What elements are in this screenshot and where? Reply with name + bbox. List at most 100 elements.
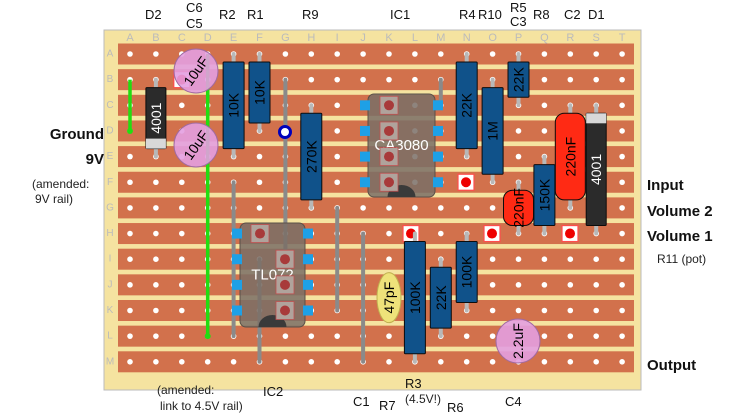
hole [334,76,341,83]
r4-value: 22K [459,92,475,118]
label-r8: R8 [533,7,550,22]
label-r3: R3 [405,376,422,391]
copper-strip-I [118,248,634,270]
ic-pin [360,151,370,162]
hole [308,333,315,339]
ic-pad-dot [384,125,394,136]
copper-strip-A [118,43,634,65]
copper-strip-B [118,69,634,91]
hole [515,153,522,160]
hole [619,256,625,263]
r7-body [403,241,426,355]
row-letter-E: E [107,151,114,162]
label-amended-9v-1: (amended: [32,177,90,191]
c3-value: 220nF [562,137,578,177]
label-r3-note: (4.5V!) [405,392,442,406]
hole [567,51,574,57]
label-c3: C3 [510,14,527,29]
hole [127,51,133,57]
r3-body [455,241,478,304]
hole [515,256,522,263]
hole [153,51,159,57]
hole [127,153,133,160]
hole [308,359,315,365]
hole [541,102,548,109]
hole [334,102,341,109]
label-r7: R7 [379,398,396,413]
r8-value: 150K [536,178,552,211]
hole [593,256,599,263]
hole [567,333,574,339]
hole [489,205,496,211]
hole [153,282,159,288]
hole [256,205,263,211]
ic-pin [303,228,313,239]
hole [179,359,185,365]
hole [619,205,625,211]
column-letter-O: O [488,32,497,44]
label-r9: R9 [302,7,319,22]
hole [567,359,574,365]
hole [593,359,599,365]
hole [412,51,418,57]
row-letter-L: L [107,331,113,342]
hole [282,51,289,57]
copper-strip-J [118,274,634,296]
column-letter-B: B [152,32,159,44]
hole [127,282,133,288]
hole [515,307,522,314]
ic-pin [360,125,370,136]
c1-body [376,272,402,324]
column-letter-H: H [307,32,315,44]
hole [489,333,496,339]
hole [386,230,392,237]
c2-value: 220nF [511,188,527,228]
hole [412,76,418,83]
hole [489,359,496,365]
c4-value: 2.2uF [510,323,526,359]
r10-value: 1M [485,121,501,140]
hole [386,205,392,211]
ic-pin [303,279,313,290]
hole [153,307,159,314]
hole [360,76,366,83]
ic-pin [232,228,242,239]
hole [438,359,444,365]
hole [282,333,289,339]
hole [179,230,185,237]
label-r2: R2 [219,7,236,22]
hole [360,205,366,211]
r1-value: 10K [252,79,268,105]
hole [541,51,548,57]
hole [204,359,211,365]
d1-value: 4001 [588,154,604,185]
r4-body [455,61,478,150]
hole [153,256,159,263]
hole [230,359,237,365]
column-letter-T: T [619,32,626,44]
hole [360,51,366,57]
copper-strip-L [118,325,634,347]
r3-value: 100K [459,255,475,288]
hole [412,205,418,211]
ic-pin [360,177,370,188]
column-letter-M: M [436,32,445,44]
hole [567,307,574,314]
column-letter-P: P [515,32,522,44]
c4-body [495,318,541,364]
hole [153,205,159,211]
ic-pad-dot [255,228,265,239]
column-letter-S: S [593,32,600,44]
track-cut-dot [565,228,575,239]
track-cut-dot [461,177,471,188]
row-letter-H: H [106,228,113,239]
copper-strip-G [118,197,634,219]
copper-strip-K [118,300,634,321]
hole [127,333,133,339]
hole [127,179,133,186]
c1-value: 47pF [381,282,397,314]
ic-pad-dot [280,254,290,265]
hole [153,333,159,339]
hole [619,102,625,109]
